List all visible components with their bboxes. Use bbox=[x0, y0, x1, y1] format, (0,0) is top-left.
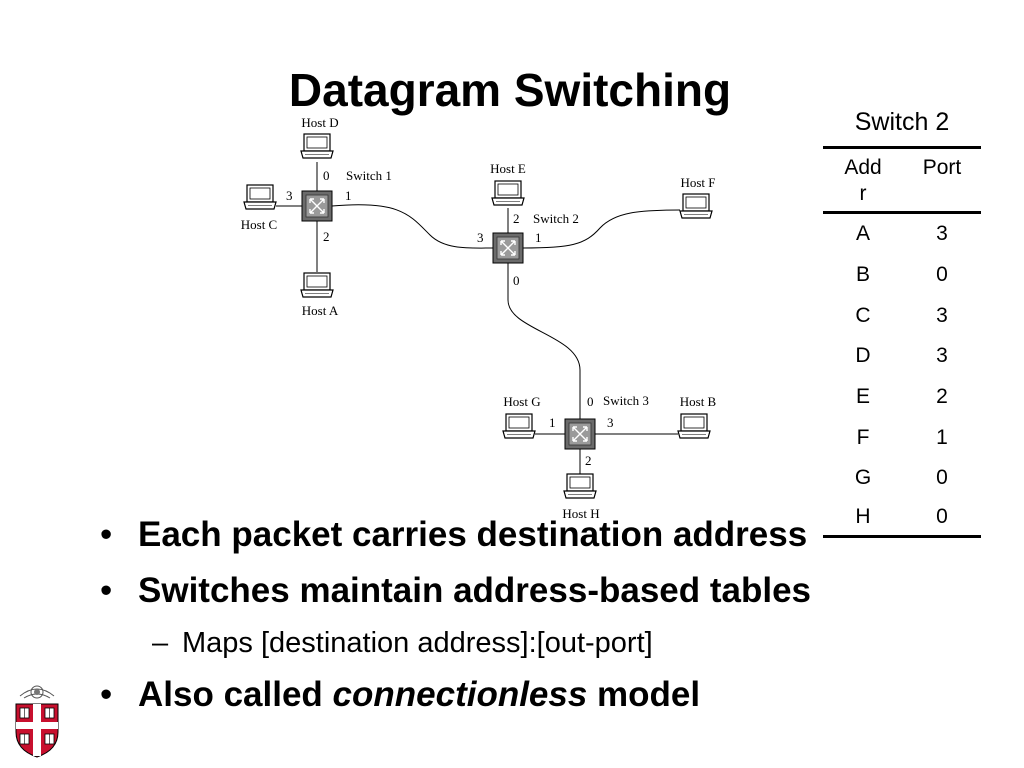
host-c-icon bbox=[243, 184, 277, 210]
port-label: 2 bbox=[513, 211, 520, 226]
addr-cell: G bbox=[854, 466, 872, 490]
port-label: 2 bbox=[585, 453, 592, 468]
port-cell: 0 bbox=[936, 466, 948, 490]
addr-cell: B bbox=[855, 263, 870, 287]
switch-3-icon bbox=[564, 418, 596, 450]
port-label: 1 bbox=[535, 230, 542, 245]
port-label: 0 bbox=[323, 168, 330, 183]
bullet-dot: • bbox=[100, 571, 113, 610]
bullet-list: • Each packet carries destination addres… bbox=[100, 510, 1000, 726]
host-g-icon bbox=[502, 413, 536, 439]
switch-1-label: Switch 1 bbox=[346, 168, 392, 183]
bullet-text: Switches maintain address-based tables bbox=[138, 571, 812, 610]
host-e-label: Host E bbox=[490, 161, 526, 176]
bullet-text-suffix: model bbox=[587, 675, 701, 714]
switch-3-label: Switch 3 bbox=[603, 393, 649, 408]
table-backdrop bbox=[823, 512, 983, 550]
host-e-icon bbox=[491, 180, 525, 206]
port-label: 3 bbox=[607, 415, 614, 430]
bullet-dot: • bbox=[100, 675, 113, 714]
addr-cell: F bbox=[856, 425, 870, 449]
addr-header-line1: Add bbox=[844, 156, 882, 179]
host-d-label: Host D bbox=[301, 115, 338, 130]
addr-header: Add r bbox=[823, 148, 903, 213]
host-c-label: Host C bbox=[241, 217, 277, 232]
addr-cell: D bbox=[855, 344, 871, 368]
table-title: Switch 2 bbox=[854, 108, 950, 136]
switch-2-icon bbox=[492, 232, 524, 264]
addr-cell: A bbox=[855, 222, 870, 246]
port-cell: 0 bbox=[936, 504, 948, 528]
port-cell: 3 bbox=[936, 303, 948, 327]
bullet-text: Also called connectionless model bbox=[138, 670, 700, 720]
port-cell: 2 bbox=[936, 385, 948, 409]
addr-header-line2: r bbox=[859, 182, 867, 205]
addr-cell: H bbox=[855, 504, 871, 528]
host-d-icon bbox=[300, 133, 334, 159]
links bbox=[276, 162, 681, 476]
bullet-item: • Each packet carries destination addres… bbox=[100, 510, 1000, 566]
host-a-icon bbox=[300, 272, 334, 298]
port-header: Port bbox=[922, 156, 962, 179]
port-cell: 0 bbox=[936, 263, 948, 287]
sub-bullet-text: Maps [destination address]:[out-port] bbox=[182, 627, 653, 659]
port-cell: 1 bbox=[936, 425, 948, 449]
bullet-dot: • bbox=[100, 515, 113, 554]
port-label: 2 bbox=[323, 229, 330, 244]
network-diagram: Host D Host C Host A Host E Host F Host … bbox=[241, 115, 717, 520]
slide-title: Datagram Switching bbox=[288, 64, 732, 116]
host-f-icon bbox=[679, 193, 713, 219]
addr-cell: E bbox=[855, 385, 870, 409]
sub-bullet-item: – Maps [destination address]:[out-port] bbox=[100, 622, 1000, 670]
port-label: 0 bbox=[587, 394, 594, 409]
host-h-icon bbox=[563, 473, 597, 499]
bullet-text-emphasis: connectionless bbox=[332, 675, 588, 714]
university-shield-icon bbox=[15, 685, 59, 758]
host-g-label: Host G bbox=[503, 394, 540, 409]
port-label: 1 bbox=[549, 415, 556, 430]
port-label: 3 bbox=[286, 188, 293, 203]
host-b-icon bbox=[677, 413, 711, 439]
switch-2-label: Switch 2 bbox=[533, 211, 579, 226]
port-label: 0 bbox=[513, 273, 520, 288]
bullet-item: • Switches maintain address-based tables bbox=[100, 566, 1000, 622]
port-label: 1 bbox=[345, 188, 352, 203]
bullet-text: Each packet carries destination address bbox=[138, 515, 808, 554]
host-b-label: Host B bbox=[680, 394, 717, 409]
host-h-label: Host H bbox=[562, 506, 599, 520]
bullet-text-prefix: Also called bbox=[138, 675, 333, 714]
bullet-item: • Also called connectionless model bbox=[100, 670, 1000, 726]
host-f-label: Host F bbox=[680, 175, 715, 190]
port-label: 3 bbox=[477, 230, 484, 245]
port-cell: 3 bbox=[936, 222, 948, 246]
addr-cell: C bbox=[855, 303, 871, 327]
sub-bullet-dash: – bbox=[152, 627, 169, 659]
port-cell: 3 bbox=[936, 344, 948, 368]
switch-1-icon bbox=[301, 190, 333, 222]
host-a-label: Host A bbox=[302, 303, 339, 318]
table-header-row: Add r Port bbox=[823, 147, 981, 213]
